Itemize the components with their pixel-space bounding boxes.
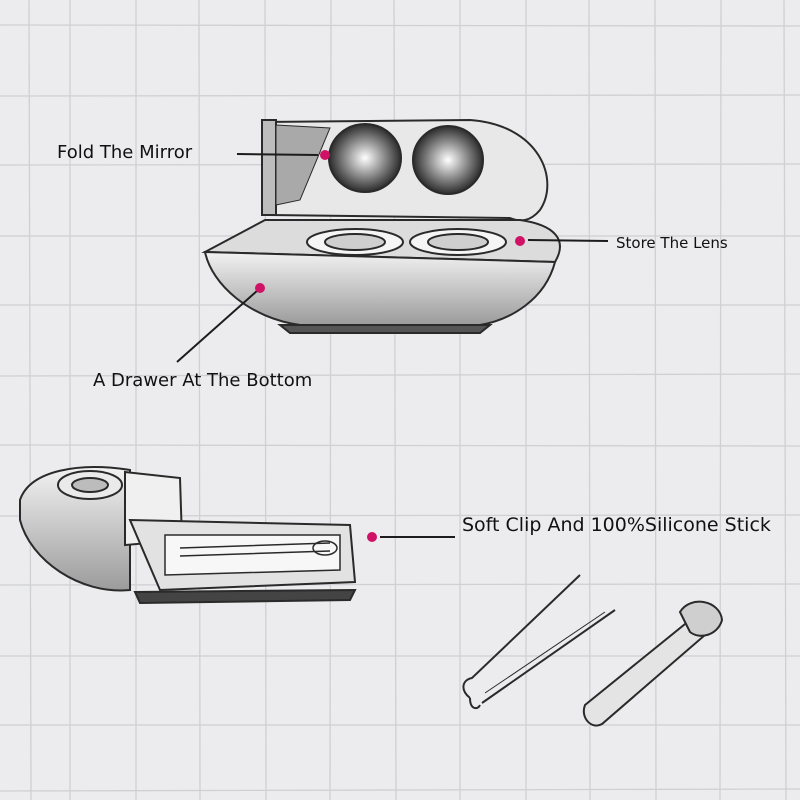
grid-line-horizontal [0,444,800,447]
grid-line-vertical [654,0,657,800]
grid-line-vertical [28,0,32,800]
marker-clip [367,532,377,542]
callout-drawer: A Drawer At The Bottom [93,370,313,391]
lid-lens-well-right [412,125,484,195]
callout-store-lens: Store The Lens [616,234,728,252]
marker-fold-mirror [320,150,330,160]
marker-drawer [255,283,265,293]
tweezers-illustration [462,574,616,710]
grid-line-vertical [783,0,787,800]
grid-line-horizontal [0,94,800,97]
grid-line-vertical [719,0,722,800]
grid-line-horizontal [0,788,800,792]
callout-fold-mirror: Fold The Mirror [57,142,193,163]
callout-leader-lines [176,153,609,538]
grid-line-horizontal [0,583,800,586]
lid-lens-well-left [328,123,402,193]
silicone-stick-illustration [582,600,724,727]
grid-line-horizontal [0,373,800,377]
callout-markers [255,150,525,542]
grid-line-vertical [198,0,201,800]
marker-store-lens [515,236,525,246]
grid-line-vertical [329,0,332,800]
grid-line-vertical [588,0,591,800]
callout-clip: Soft Clip And 100%Silicone Stick [462,514,771,536]
grid-line-horizontal [0,24,800,27]
drawer-open-illustration [19,466,357,605]
lens-case-illustration [201,118,561,334]
